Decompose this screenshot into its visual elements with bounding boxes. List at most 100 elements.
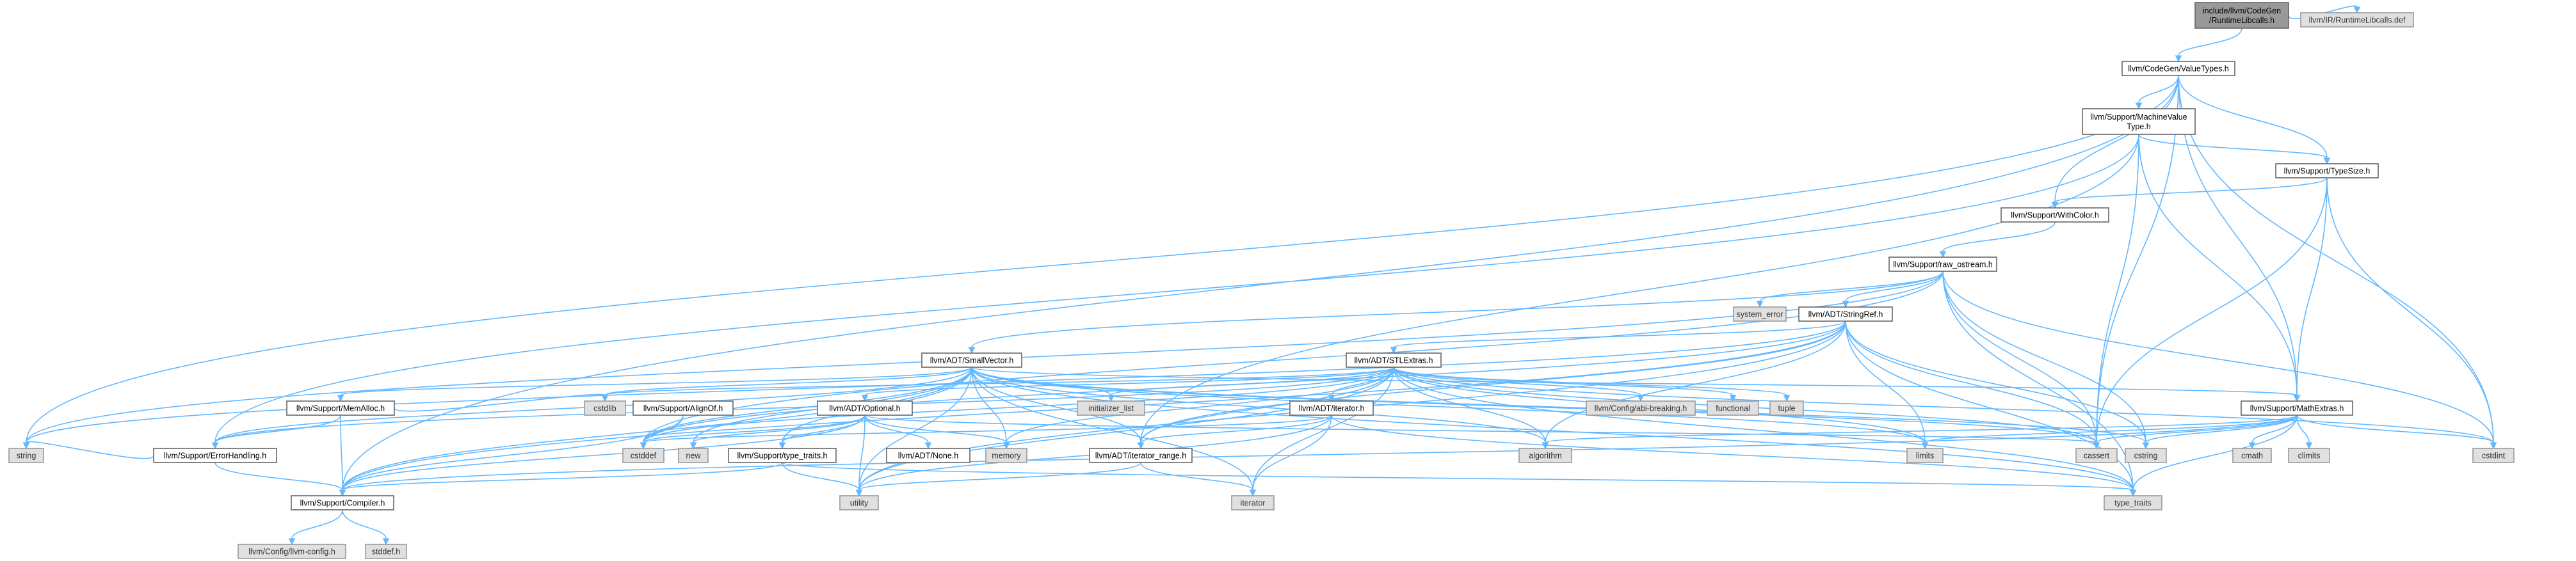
node-utility: utility [839,495,879,510]
node-label: cassert [2084,452,2110,461]
edge-machinevaluetype-to-typesize [2138,134,2331,165]
edge-optional-to-new [689,415,865,450]
node-label: llvm/Support/type_traits.h [737,452,827,461]
node-label: llvm/Config/abi-breaking.h [1595,404,1687,413]
edge-errorhandling-to-string [22,441,154,459]
node-label: llvm/CodeGen/ValueTypes.h [2128,65,2229,74]
edge-mathextras-to-limits [1921,415,2298,450]
node-label: llvm/ADT/iterator.h [1299,404,1365,413]
node-label: type_traits [2114,499,2152,508]
edge-type_traits_h-to-type_traits [782,462,2137,497]
edge-raw_ostream-to-cstdint [1942,271,2497,450]
node-label: llvm/Support/raw_ostream.h [1893,260,1993,269]
node-type-traits-h[interactable]: llvm/Support/type_traits.h [728,448,837,463]
edge-smallvector-to-mathextras [971,367,2301,402]
node-mathextras[interactable]: llvm/Support/MathExtras.h [2241,400,2353,416]
node-label: string [17,452,36,461]
node-system-error: system_error [1733,306,1787,322]
node-memalloc[interactable]: llvm/Support/MemAlloc.h [286,400,395,416]
edge-stlextras-to-initializer_list [1107,367,1394,402]
node-label: cmath [2241,452,2263,461]
edge-optional-to-cassert [864,415,2100,450]
edge-mathextras-to-climits [2296,415,2313,450]
node-cassert: cassert [2075,448,2118,463]
edge-compiler-to-llvm_config [288,509,343,546]
node-new: new [678,448,709,463]
node-root[interactable]: include/llvm/CodeGen/RuntimeLibcalls.h [2194,2,2289,29]
node-climits: climits [2288,448,2330,463]
node-label: limits [1916,452,1934,461]
edge-adt_iterator-to-type_traits [1331,415,2137,497]
node-smallvector[interactable]: llvm/ADT/SmallVector.h [921,352,1022,368]
node-raw-ostream[interactable]: llvm/Support/raw_ostream.h [1888,257,1997,272]
node-label: Type.h [2127,122,2151,131]
node-string: string [8,448,44,463]
node-label: cstdint [2482,452,2506,461]
node-stringref[interactable]: llvm/ADT/StringRef.h [1798,306,1893,322]
edge-stlextras-to-tuple [1393,367,1791,402]
node-label: initializer_list [1088,404,1134,413]
edge-codegen_valuetypes-to-mathextras [2178,75,2301,402]
node-label: llvm/Support/MathExtras.h [2250,404,2344,413]
node-none[interactable]: llvm/ADT/None.h [886,448,970,463]
node-cmath: cmath [2232,448,2272,463]
node-label: llvm/Support/WithColor.h [2011,211,2099,220]
edge-adt_iterator-to-cstddef [640,415,1332,450]
node-tuple: tuple [1769,400,1804,416]
edge-root-to-codegen_valuetypes [2175,28,2242,63]
edge-raw_ostream-to-stringref [1842,271,1944,308]
edge-errorhandling-to-compiler [214,462,346,497]
node-label: algorithm [1529,452,1561,461]
node-stlextras[interactable]: llvm/ADT/STLExtras.h [1346,352,1442,368]
edge-iterator_range-to-iterator [1140,462,1257,497]
node-label: llvm/Support/AlignOf.h [643,404,723,413]
node-cstddef: cstddef [622,448,664,463]
node-label: climits [2298,452,2321,461]
edge-machinevaluetype-to-cassert [2093,134,2139,450]
node-label: include/llvm/CodeGen [2203,6,2281,15]
node-label: llvm/Config/llvm-config.h [248,548,335,557]
edge-raw_ostream-to-system_error [1756,271,1944,308]
node-cstdlib: cstdlib [584,400,626,416]
node-algorithm: algorithm [1518,448,1572,463]
node-label: llvm/ADT/StringRef.h [1808,310,1883,319]
node-label: functional [1716,404,1750,413]
edge-typesize-to-withcolor [2051,177,2328,209]
edge-stringref-to-cstddef [640,320,1846,450]
node-withcolor[interactable]: llvm/Support/WithColor.h [2000,207,2109,223]
node-errorhandling[interactable]: llvm/Support/ErrorHandling.h [153,448,277,463]
edge-compiler-to-stddef_h [342,509,390,546]
node-label: llvm/ADT/None.h [898,452,959,461]
node-iterator-range[interactable]: llvm/ADT/iterator_range.h [1089,448,1193,463]
node-label: llvm/Support/MachineValue [2090,113,2187,122]
node-label: new [686,452,702,461]
node-label: cstddef [631,452,657,461]
node-runtimelibcalls-def: llvm/IR/RuntimeLibcalls.def [2300,12,2414,28]
node-label: cstring [2134,452,2158,461]
node-codegen-valuetypes[interactable]: llvm/CodeGen/ValueTypes.h [2121,61,2235,76]
node-cstdint: cstdint [2472,448,2515,463]
edge-optional-to-memory [864,415,1010,450]
edge-codegen_valuetypes-to-typesize [2178,75,2331,165]
node-iterator: iterator [1231,495,1275,510]
node-adt-iterator[interactable]: llvm/ADT/iterator.h [1289,400,1374,416]
node-label: llvm/Support/TypeSize.h [2284,167,2371,176]
node-optional[interactable]: llvm/ADT/Optional.h [817,400,913,416]
node-alignof[interactable]: llvm/Support/AlignOf.h [632,400,734,416]
node-cstring: cstring [2125,448,2167,463]
edge-optional-to-utility [855,415,865,497]
node-functional: functional [1707,400,1759,416]
node-label: memory [992,452,1021,461]
node-typesize[interactable]: llvm/Support/TypeSize.h [2275,163,2379,178]
edge-smallvector-to-memalloc [337,367,972,402]
edge-codegen_valuetypes-to-machinevaluetype [2135,75,2179,110]
node-label: llvm/ADT/SmallVector.h [930,356,1014,365]
edge-iterator_range-to-utility [855,462,1141,497]
node-abi-breaking: llvm/Config/abi-breaking.h [1586,400,1696,416]
edge-codegen_valuetypes-to-compiler [339,75,2179,497]
node-llvm-config: llvm/Config/llvm-config.h [237,544,346,559]
node-compiler[interactable]: llvm/Support/Compiler.h [291,495,394,510]
node-memory: memory [985,448,1027,463]
